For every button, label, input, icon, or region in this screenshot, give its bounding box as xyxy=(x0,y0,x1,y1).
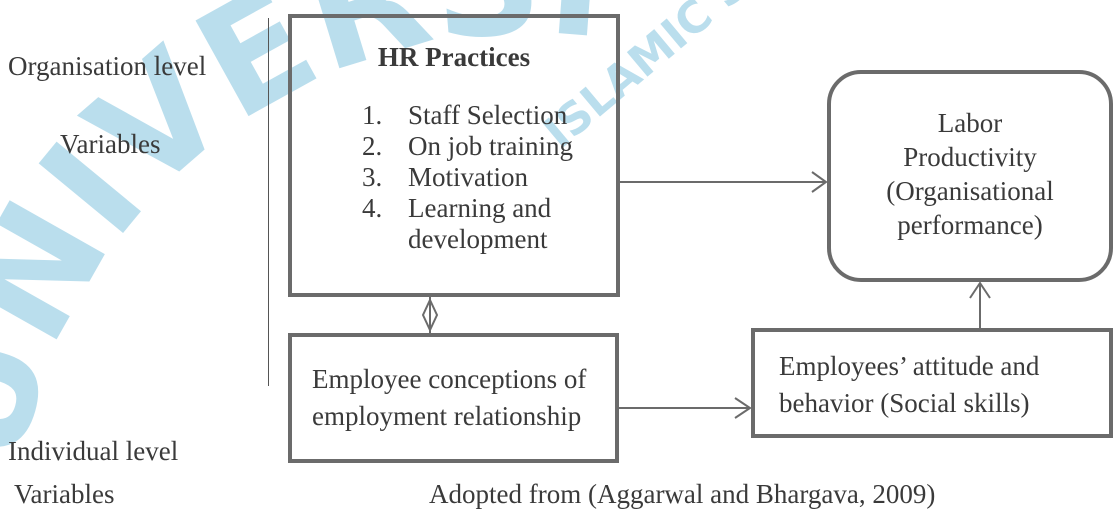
organisation-level-label: Organisation level xyxy=(8,51,207,81)
hr-item-number: 2. xyxy=(362,131,383,161)
hr-practices-title: HR Practices xyxy=(377,42,531,72)
employee-attitude-text: Employees’ attitude and behavior (Social… xyxy=(779,351,1040,418)
employee-attitude-box: Employees’ attitude and behavior (Social… xyxy=(751,328,1113,438)
employee-conceptions-text: Employee conceptions of employment relat… xyxy=(312,364,587,431)
organisation-variables-label: Variables xyxy=(60,129,161,159)
hr-item-number: 1. xyxy=(362,100,383,130)
labor-productivity-text: Labor Productivity (Organisational perfo… xyxy=(886,108,1054,240)
individual-variables-label: Variables xyxy=(14,479,115,509)
level-divider-line xyxy=(268,18,269,386)
individual-level-label: Individual level xyxy=(8,436,179,466)
hr-item-text: Motivation xyxy=(408,162,528,192)
hr-item-number: 4. xyxy=(362,193,383,223)
hr-practice-item: 3. Motivation xyxy=(362,162,573,193)
hr-practice-item: 1. Staff Selection xyxy=(362,100,573,131)
hr-item-text: Staff Selection xyxy=(408,100,568,130)
hr-item-text: Learning and development xyxy=(408,193,552,254)
hr-practices-list: 1. Staff Selection 2. On job training 3. Mo… xyxy=(362,100,573,255)
source-caption: Adopted from (Aggarwal and Bhargava, 200… xyxy=(429,479,936,509)
hr-practices-box: HR Practices 1. Staff Selection 2. On job … xyxy=(288,14,620,297)
hr-item-number: 3. xyxy=(362,162,383,192)
hr-practice-item: 4. Learning and development xyxy=(362,193,573,255)
employee-conceptions-box: Employee conceptions of employment relat… xyxy=(288,333,619,463)
bidirectional-diamond-icon xyxy=(421,297,439,333)
hr-practice-item: 2. On job training xyxy=(362,131,573,162)
hr-item-text: On job training xyxy=(408,131,573,161)
labor-productivity-box: Labor Productivity (Organisational perfo… xyxy=(827,70,1113,282)
